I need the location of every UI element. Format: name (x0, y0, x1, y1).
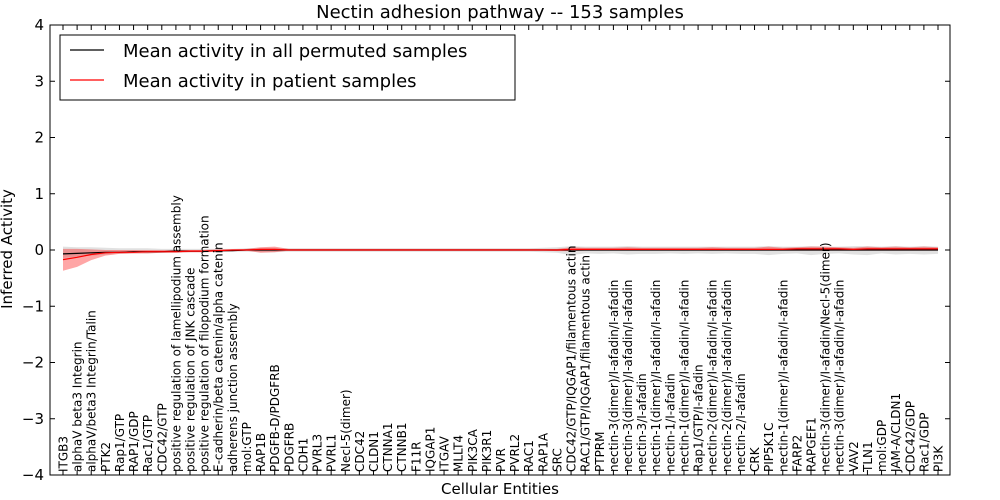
y-tick-label: −1 (22, 297, 44, 315)
x-tick-label: nectin-1(dimer)/I-afadin/I-afadin (776, 280, 790, 472)
x-tick-label: nectin-3(dimer)/I-afadin/I-afadin (607, 280, 621, 472)
x-tick-label: CTNNB1 (395, 422, 409, 472)
x-tick-label: CTNNA1 (381, 422, 395, 472)
legend-box (59, 34, 516, 101)
x-tick-label: E-cadherin/beta catenin/alpha catenin (212, 242, 226, 472)
x-tick-label: ITGB3 (57, 436, 71, 472)
x-tick-label: PVRL2 (508, 434, 522, 472)
x-axis-ticks (62, 25, 939, 475)
x-axis-label: Cellular Entities (441, 480, 559, 498)
x-tick-label: MLLT4 (452, 435, 466, 472)
x-tick-label: adherens junction assembly (226, 303, 240, 472)
x-tick-label: SRC (551, 448, 565, 472)
y-tick-label: −2 (22, 354, 44, 372)
x-tick-label: CRK (748, 446, 762, 472)
x-tick-label: CDC42/GTP (155, 403, 169, 472)
legend-label-patient: Mean activity in patient samples (123, 71, 417, 92)
x-tick-label: nectin-1(dimer)/I-afadin/I-afadin (649, 280, 663, 472)
x-tick-label: Rac1/GDP (917, 413, 931, 472)
x-tick-label: mol:GDP (875, 420, 889, 472)
legend-label-permuted: Mean activity in all permuted samples (123, 41, 467, 62)
y-tick-label: 3 (34, 72, 44, 90)
series-lines (62, 248, 938, 261)
y-tick-label: 1 (34, 185, 44, 203)
x-tick-label: RAPGEF1 (805, 417, 819, 472)
x-tick-label: PVRL3 (311, 434, 325, 472)
x-tick-label: nectin-1(dimer)/I-afadin/I-afadin (678, 280, 692, 472)
x-tick-label: nectin-1/I-afadin (663, 373, 677, 472)
x-tick-label: mol:GTP (240, 422, 254, 472)
x-tick-label: positive regulation of filopodium format… (198, 215, 212, 472)
x-tick-label: Rap1/GTP/I-afadin (692, 364, 706, 472)
x-tick-label: nectin-3(dimer)/I-afadin/Necl-5(dimer) (819, 242, 833, 472)
x-tick-label: RAP1/GDP (127, 411, 141, 472)
x-tick-label: Necl-5(dimer) (339, 389, 353, 472)
x-tick-label: IQGAP1 (423, 427, 437, 472)
x-tick-label: CDC42/GTP/IQGAP1/filamentous actin (565, 246, 579, 472)
x-tick-label: PIK3CA (466, 428, 480, 472)
x-tick-label: PI3K (932, 445, 946, 472)
x-tick-label: CLDN1 (367, 431, 381, 472)
x-tick-label: RAC1/GTP/IQGAP1/filamentous actin (579, 255, 593, 472)
x-tick-label: nectin-3(dimer)/I-afadin/I-afadin (833, 280, 847, 472)
legend: Mean activity in all permuted samples Me… (59, 34, 516, 101)
x-tick-label: PTPRM (593, 432, 607, 473)
y-tick-label: −4 (22, 466, 44, 484)
x-tick-label: PDGFRB (282, 423, 296, 472)
y-tick-label: 0 (34, 241, 44, 259)
x-tick-label: RAP1A (536, 432, 550, 472)
y-axis-ticks: −4 −3 −2 −1 0 1 2 3 4 (22, 16, 950, 484)
x-tick-label: JAM-A/CLDN1 (889, 393, 903, 473)
y-tick-label: −3 (22, 410, 44, 428)
x-tick-label: FARP2 (790, 435, 804, 472)
y-axis-label: Inferred Activity (0, 189, 16, 309)
series-line-1 (62, 248, 938, 261)
x-tick-label: nectin-3/I-afadin (635, 373, 649, 472)
x-tick-label: nectin-2(dimer)/I-afadin/I-afadin (720, 280, 734, 472)
x-tick-label: TLN1 (861, 441, 875, 473)
x-tick-label: CDH1 (296, 438, 310, 472)
plot-frame (49, 24, 951, 476)
x-tick-label: VAV2 (847, 441, 861, 472)
x-tick-label: PVRL1 (325, 434, 339, 472)
chart-title: Nectin adhesion pathway -- 153 samples (316, 2, 684, 23)
x-tick-label: alphaV beta3 Integrin (71, 341, 85, 472)
x-tick-label: PTK2 (99, 442, 113, 472)
x-tick-label: nectin-2/I-afadin (734, 373, 748, 472)
x-tick-label: F11R (409, 441, 423, 472)
x-tick-label: nectin-2(dimer)/I-afadin/I-afadin (706, 280, 720, 472)
x-tick-label: ITGAV (438, 435, 452, 472)
x-tick-label: CDC42/GDP (903, 401, 917, 472)
x-tick-label: Rap1/GTP (113, 414, 127, 472)
x-tick-label: CDC42 (353, 431, 367, 472)
x-tick-label: nectin-3(dimer)/I-afadin/I-afadin (621, 280, 635, 472)
x-tick-label: positive regulation of lamellipodium ass… (169, 195, 183, 472)
x-tick-label: PVR (494, 448, 508, 472)
y-tick-label: 2 (34, 129, 44, 147)
x-tick-label: RAP1B (254, 433, 268, 472)
x-tick-label: PIK3R1 (480, 430, 494, 472)
x-tick-label: positive regulation of JNK cascade (184, 268, 198, 472)
x-tick-label: Rac1/GTP (141, 415, 155, 472)
x-tick-label: PIP5K1C (762, 422, 776, 472)
x-tick-label: alphaV/beta3 Integrin/Talin (85, 310, 99, 472)
x-tick-label: RAC1 (522, 440, 536, 472)
x-tick-label: PDGFB-D/PDGFRB (268, 364, 282, 472)
y-tick-label: 4 (34, 16, 44, 34)
